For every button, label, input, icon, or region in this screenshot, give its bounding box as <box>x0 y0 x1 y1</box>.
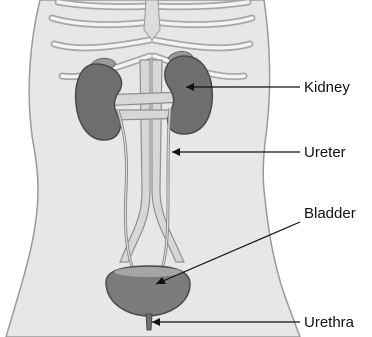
bladder-top-highlight <box>114 267 182 277</box>
kidney-right <box>165 56 212 134</box>
label-ureter: Ureter <box>304 144 346 161</box>
label-urethra: Urethra <box>304 314 355 331</box>
label-kidney: Kidney <box>304 79 350 96</box>
urethra <box>146 314 152 330</box>
label-bladder: Bladder <box>304 205 356 222</box>
